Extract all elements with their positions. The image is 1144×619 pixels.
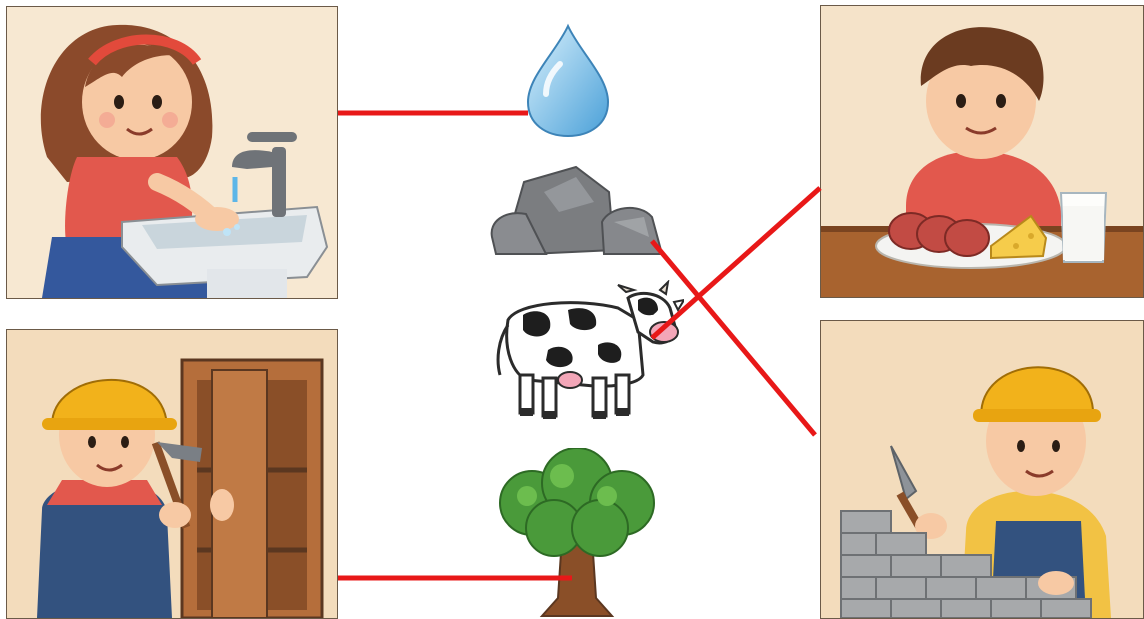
line-rocks-to-bricklayer — [652, 241, 815, 435]
line-cow-to-eating — [652, 188, 820, 338]
